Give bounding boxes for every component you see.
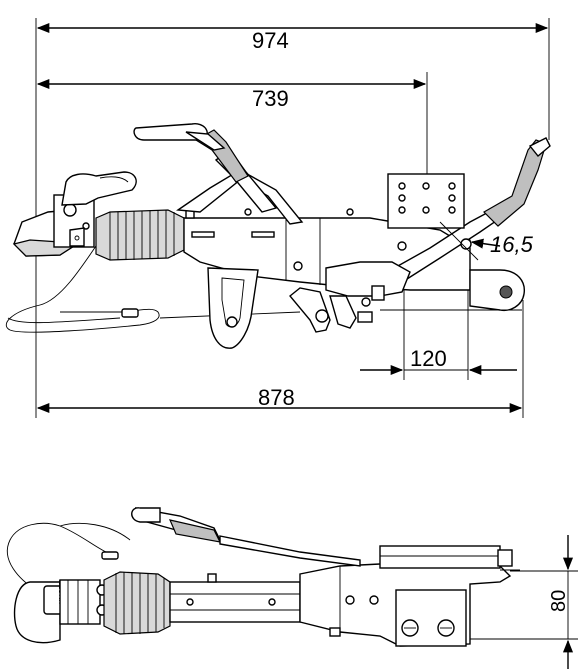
dimension-80-label: 80 [548,590,570,612]
dimension-974: 974 [35,18,550,250]
dimension-120-label: 120 [410,346,447,371]
dimension-974-label: 974 [252,28,289,53]
dimension-739: 739 [36,72,428,215]
top-view: KNOTT [6,507,520,647]
dimension-878-label: 878 [258,385,295,410]
dimension-16-5: 16,5 [437,232,534,257]
dimension-80: 80 [470,535,578,669]
side-view [5,123,551,349]
dimension-739-label: 739 [252,86,289,111]
bellows-top [103,571,171,635]
dimension-16-5-label: 16,5 [490,232,534,257]
bellows [95,209,185,261]
dimension-878: 878 [35,250,524,418]
